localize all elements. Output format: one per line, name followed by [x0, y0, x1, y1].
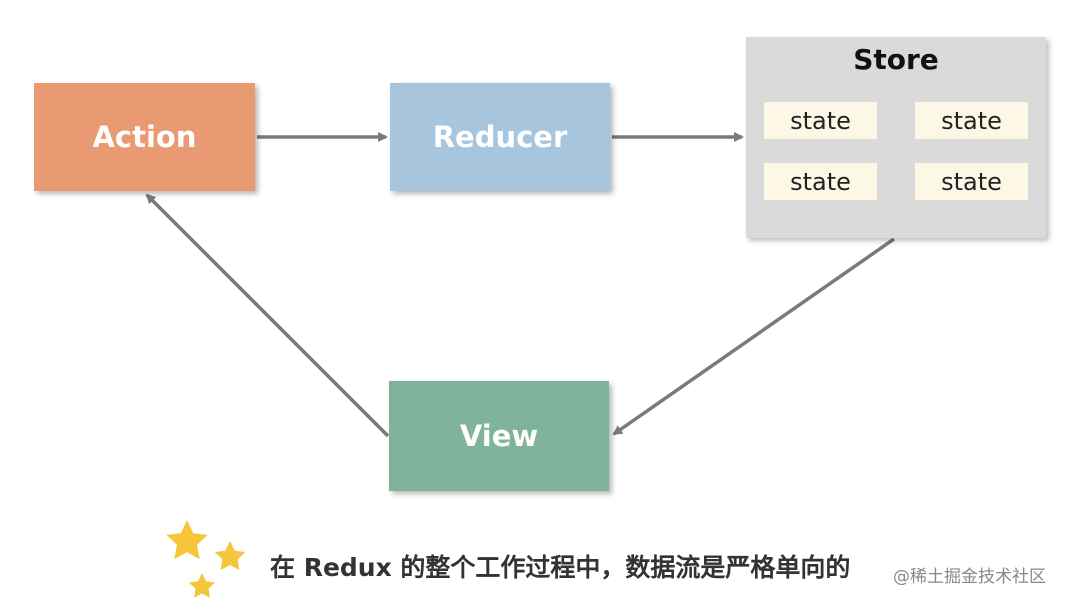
- action-node: Action: [34, 83, 255, 191]
- arrow-store-to-view: [612, 237, 896, 436]
- store-state-item: state: [764, 163, 877, 200]
- view-label: View: [459, 419, 539, 453]
- store-title: Store: [853, 43, 939, 76]
- arrow-view-to-action: [145, 193, 390, 438]
- star-icon: [214, 541, 246, 570]
- store-state-item: state: [915, 163, 1028, 200]
- reducer-label: Reducer: [432, 120, 568, 154]
- view-node: View: [389, 381, 609, 491]
- action-label: Action: [92, 120, 197, 154]
- watermark-text: @稀土掘金技术社区: [893, 567, 1046, 587]
- caption-text: 在 Redux 的整个工作过程中，数据流是严格单向的: [270, 553, 851, 582]
- reducer-node: Reducer: [390, 83, 610, 191]
- store-state-item: state: [915, 102, 1028, 139]
- star-icon: [189, 573, 215, 598]
- stars-decoration: [166, 520, 246, 598]
- store-state-item: state: [764, 102, 877, 139]
- star-icon: [166, 520, 208, 560]
